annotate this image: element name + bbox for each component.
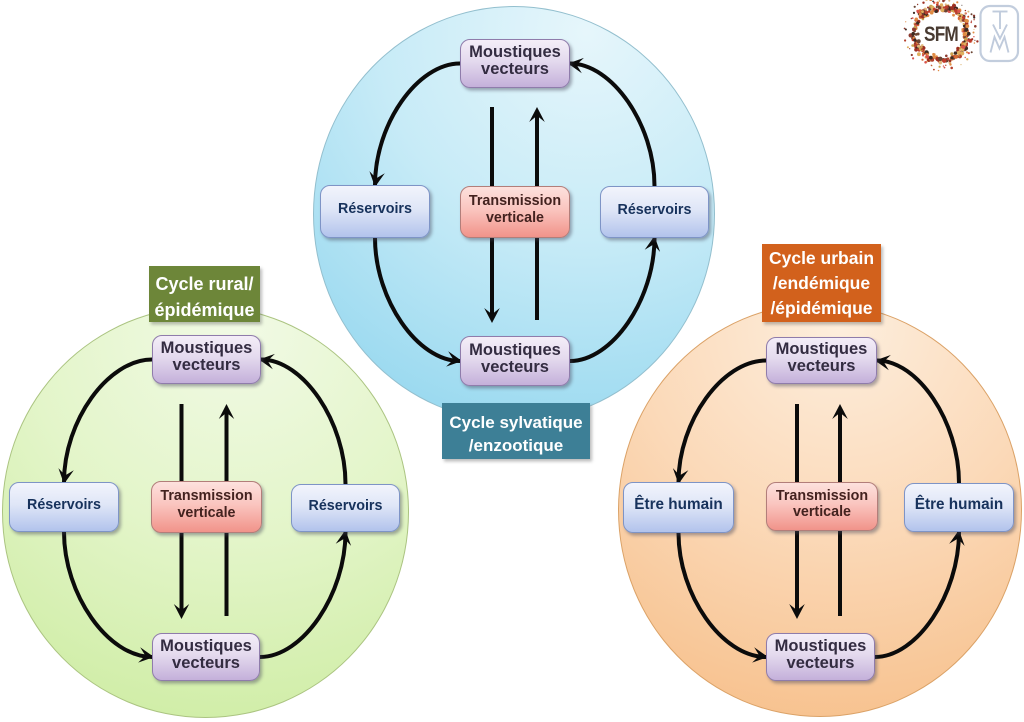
svg-text:SFM: SFM [924,24,958,47]
